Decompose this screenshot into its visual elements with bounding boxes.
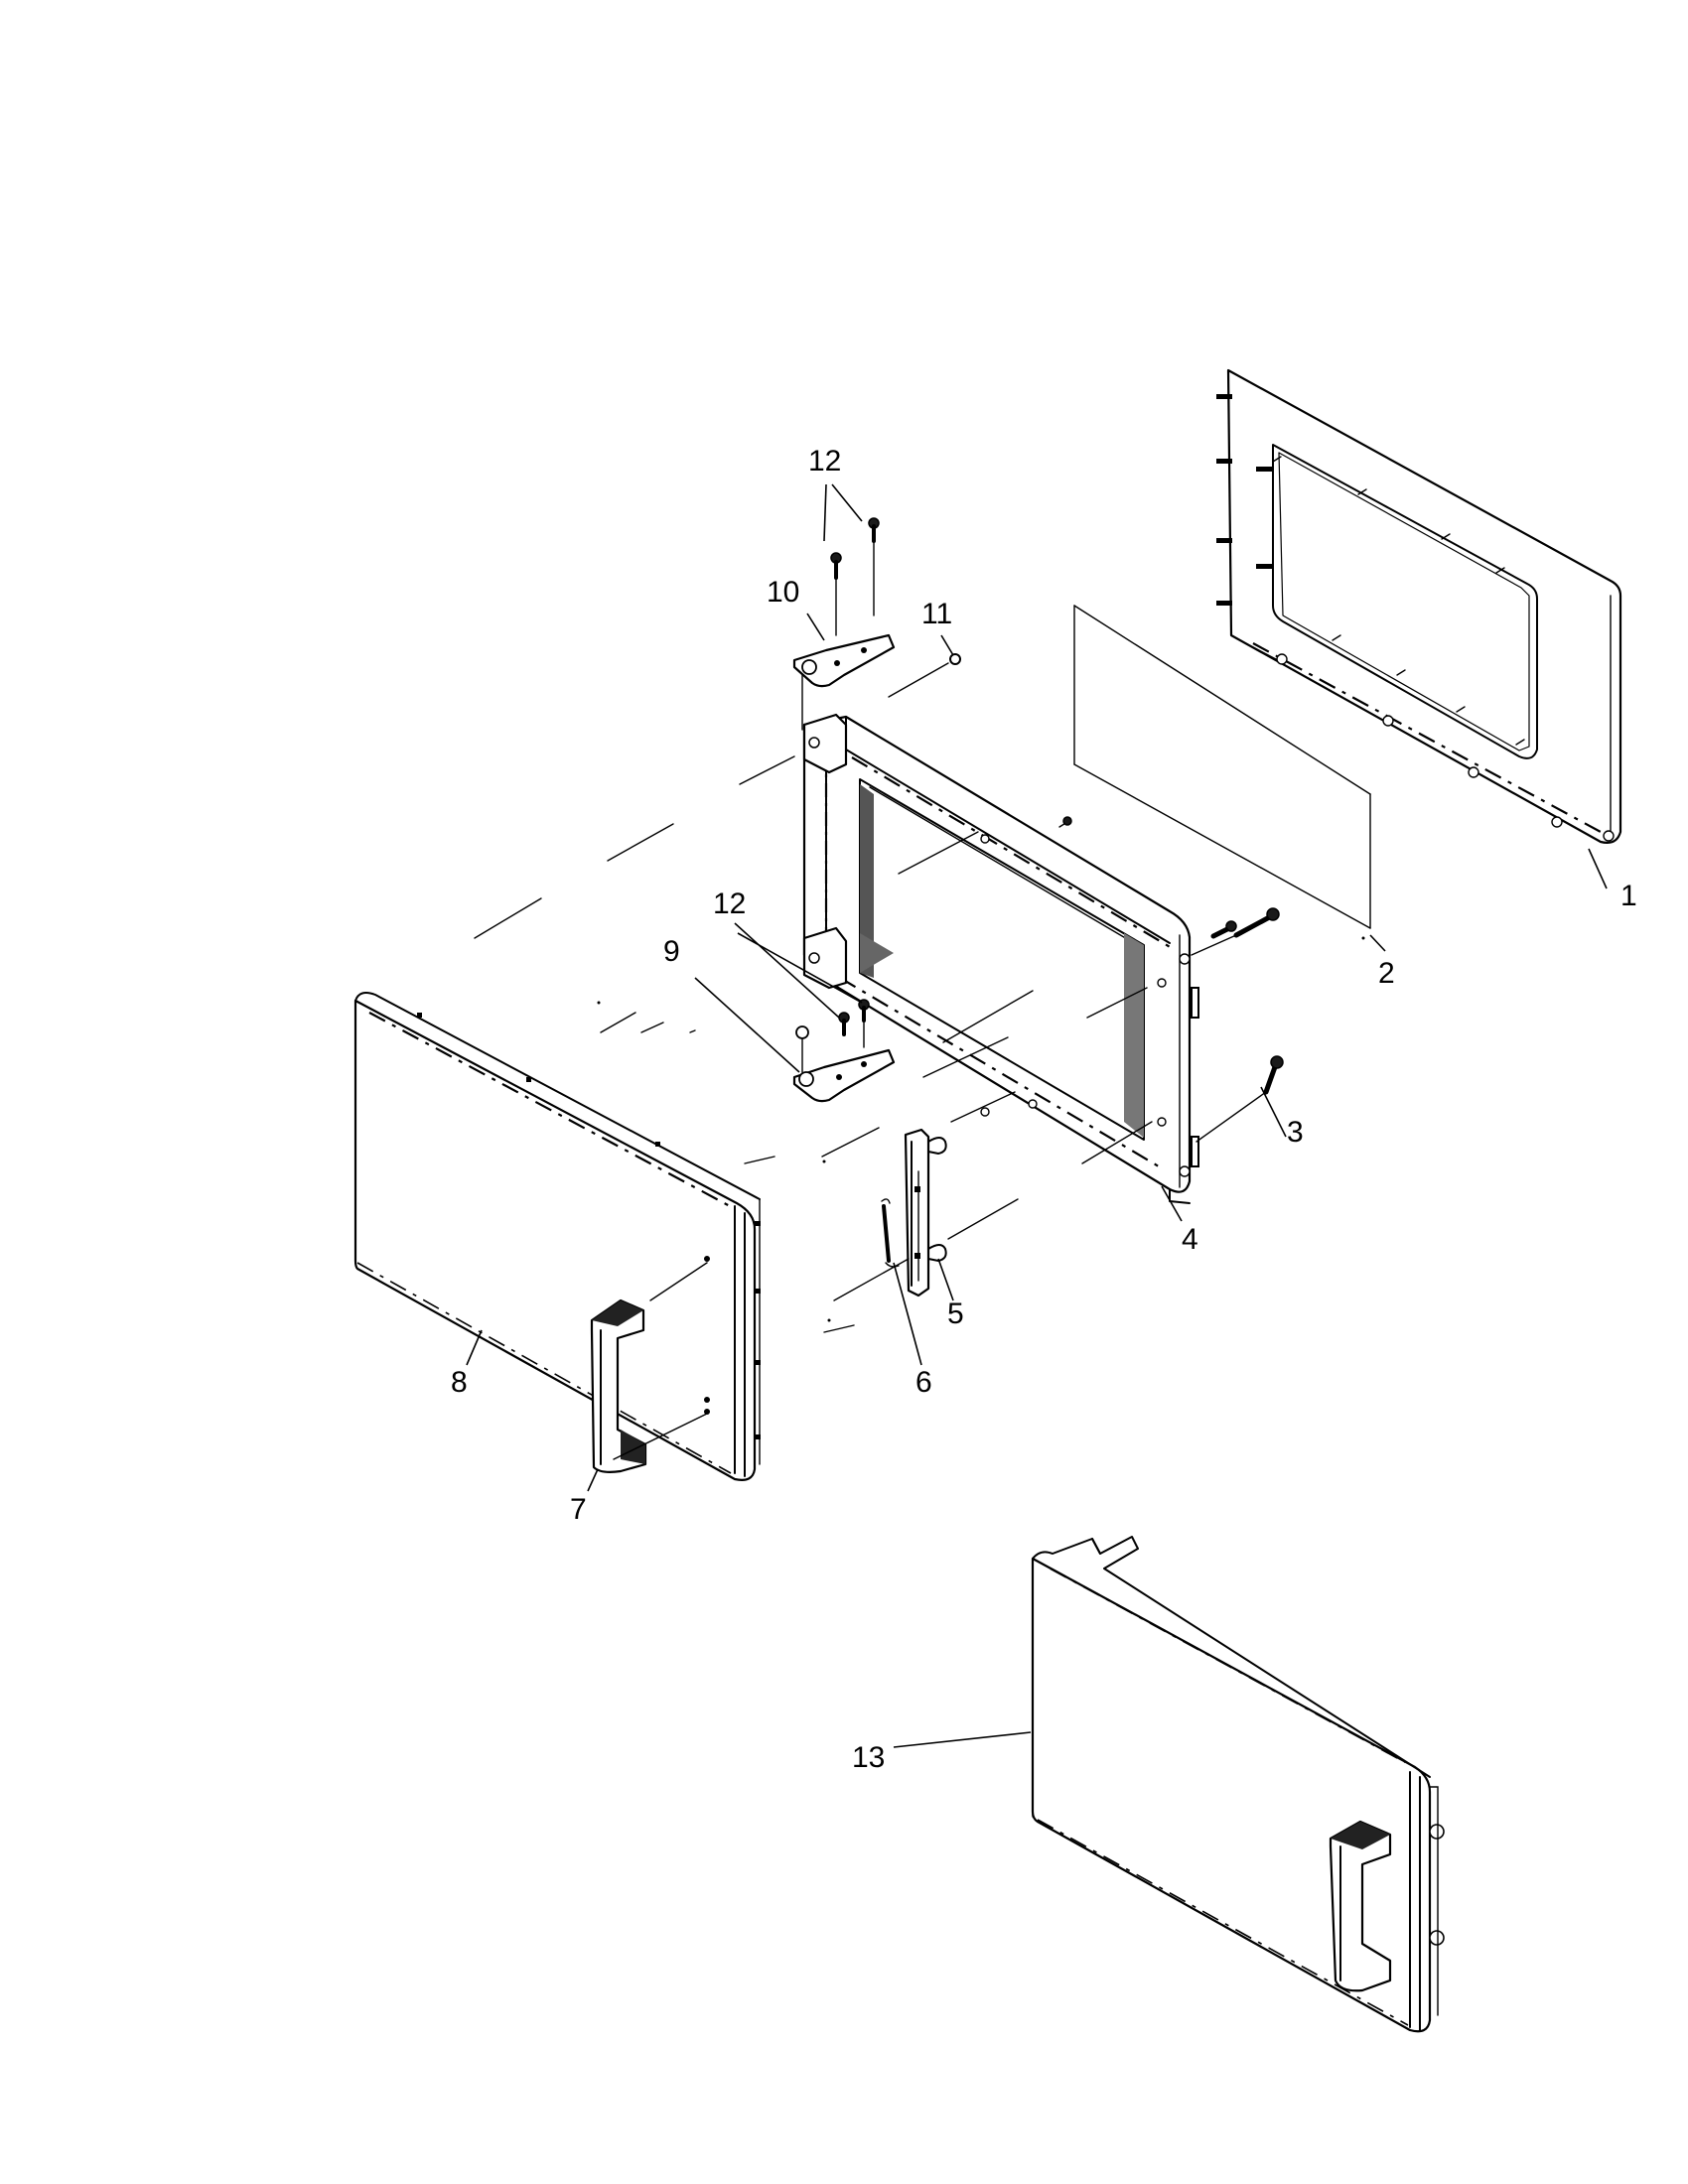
part-12-bottom-screws	[838, 999, 870, 1048]
callout-2: 2	[1378, 957, 1395, 990]
part-1-inner-panel	[1216, 368, 1622, 844]
callout-6: 6	[915, 1366, 932, 1399]
callout-13: 13	[852, 1741, 885, 1774]
callout-9: 9	[663, 935, 680, 968]
callout-4: 4	[1182, 1223, 1198, 1256]
part-3-screws	[1191, 907, 1284, 1143]
part-13-door-assembly	[1031, 1536, 1445, 2033]
part-5-spring	[881, 1198, 900, 1268]
part-4-door-frame	[802, 713, 1199, 1204]
part-10-top-hinge	[792, 633, 896, 731]
leader-lines	[466, 483, 1608, 1748]
callout-labels: 1 2 3 4 5 6 7 8 9 10 11 12 12 13	[451, 445, 1637, 1774]
callout-12-top: 12	[808, 445, 841, 478]
callout-1: 1	[1620, 880, 1637, 912]
callout-12-bottom: 12	[713, 887, 746, 920]
part-2-glass	[1073, 605, 1371, 929]
part-8-outer-door	[353, 992, 761, 1481]
callout-11: 11	[921, 598, 952, 630]
part-11-nut	[888, 653, 961, 698]
callout-10: 10	[767, 576, 799, 609]
callout-3: 3	[1287, 1116, 1304, 1149]
part-6-latch	[904, 1128, 947, 1297]
callout-8: 8	[451, 1366, 468, 1399]
assembly-axis-lines	[474, 755, 1365, 1460]
part-9-bottom-hinge	[792, 1025, 896, 1103]
callout-7: 7	[570, 1493, 587, 1526]
part-7-handle	[590, 1298, 647, 1473]
callout-5: 5	[947, 1297, 964, 1330]
part-12-top-screws	[830, 517, 880, 636]
